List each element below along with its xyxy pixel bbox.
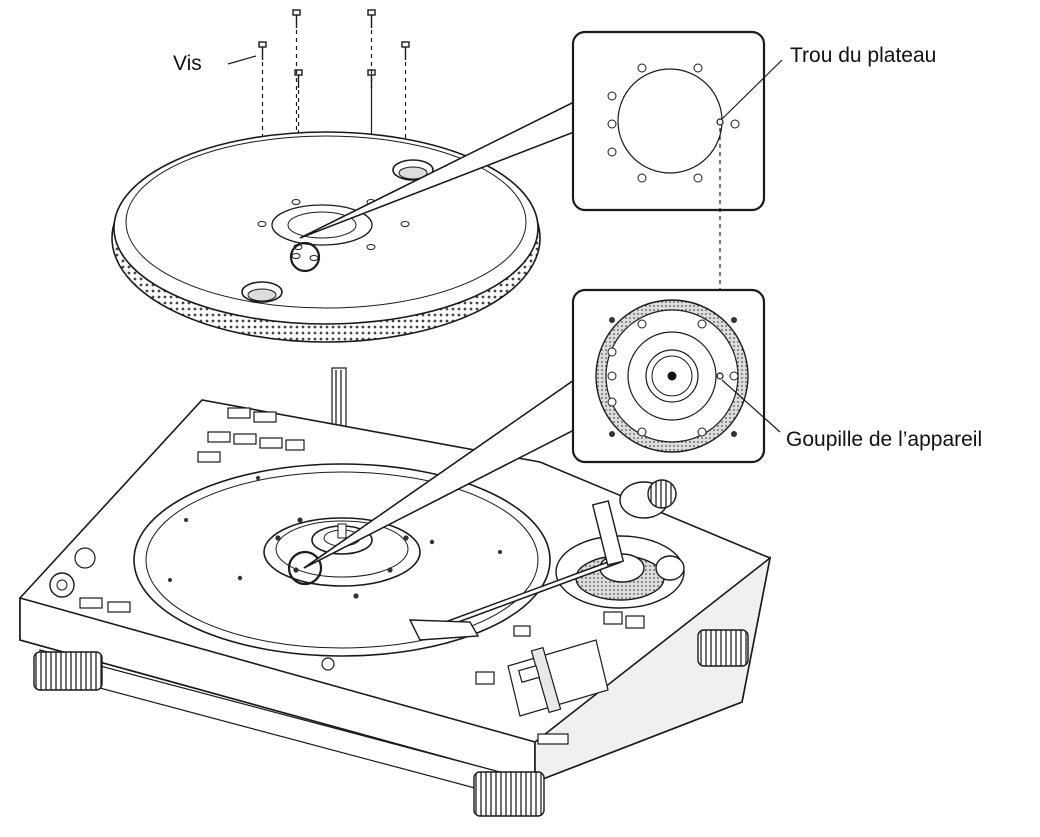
unit-pin-label: Goupille de l’appareil xyxy=(786,428,983,451)
screws xyxy=(258,9,410,88)
unit-pin-highlight xyxy=(287,550,323,586)
screw-3 xyxy=(367,9,376,28)
unit-pin-leader xyxy=(721,379,781,433)
top-left-controls xyxy=(197,407,305,463)
turntable-body xyxy=(19,399,772,817)
platter-hole-mark xyxy=(716,118,724,126)
unit-pin-mark xyxy=(716,372,724,380)
platter-hole-callout xyxy=(299,30,766,239)
screw-2 xyxy=(292,9,301,28)
screw-4 xyxy=(401,41,410,60)
platter-hole-label: Trou du plateau xyxy=(790,44,937,67)
screw-5 xyxy=(294,69,303,88)
platter-hole-highlight xyxy=(289,241,321,273)
screw-label: Vis xyxy=(173,52,202,75)
pitch-area xyxy=(475,611,645,745)
screw-leader xyxy=(227,55,257,65)
feet xyxy=(33,629,749,817)
screw-1 xyxy=(258,41,267,60)
unit-pin-callout xyxy=(303,288,766,569)
platter-hole-leader xyxy=(721,59,783,120)
tonearm xyxy=(408,479,685,641)
